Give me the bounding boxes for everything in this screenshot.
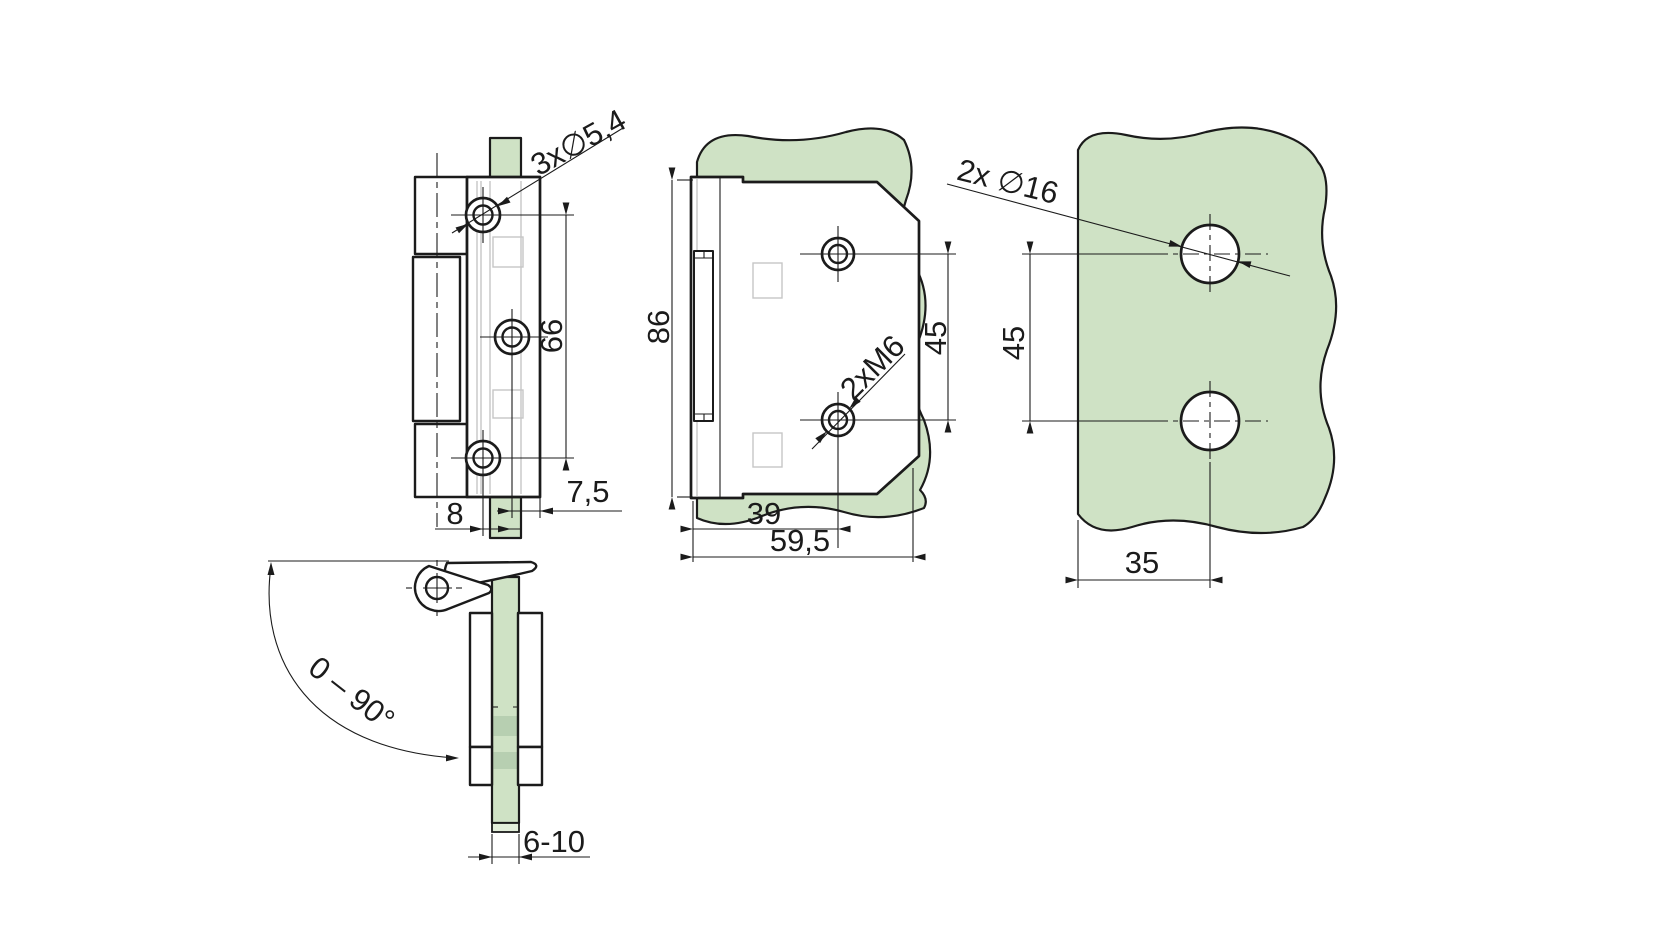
dim-label-45-front: 45 <box>918 321 953 355</box>
dim-label-35: 35 <box>1125 545 1159 580</box>
thread-hole-top <box>800 226 956 282</box>
dim-hole-spacing-45-front: 45 <box>918 241 953 433</box>
hidden-slot <box>492 236 524 268</box>
hidden-slot <box>492 389 524 419</box>
clamp-block-left <box>468 611 494 749</box>
dim-label-59-5: 59,5 <box>770 523 830 558</box>
dim-hole-spacing-66: 66 <box>534 202 570 471</box>
dim-label-6-10: 6-10 <box>523 824 585 859</box>
dim-door-thickness: 6-10 <box>468 824 590 864</box>
dim-hole-spacing-45-cutout: 45 <box>996 241 1152 434</box>
dim-width-59-5: 59,5 <box>680 468 926 562</box>
door-panel-shade <box>493 752 518 769</box>
clamp-block-left-lower <box>468 745 494 787</box>
dim-hole-offset-39: 39 <box>680 496 851 562</box>
dim-label-66: 66 <box>534 319 569 353</box>
clamp-block-right-lower <box>516 745 544 787</box>
thread-hole-bottom <box>800 392 956 548</box>
dim-label-86: 86 <box>641 310 676 344</box>
door-panel <box>490 575 521 825</box>
mounting-hole-bottom <box>451 430 574 536</box>
dim-pivot-offset-8: 8 <box>435 496 522 533</box>
hidden-slot <box>752 432 783 468</box>
dim-label-45-cutout: 45 <box>996 326 1031 360</box>
hinge-plate <box>689 175 921 500</box>
cutout-hole-bottom <box>1152 381 1268 462</box>
barrel-front <box>693 250 714 422</box>
door-panel-edge-top <box>488 136 523 180</box>
dim-face-offset-7-5: 7,5 <box>497 474 622 518</box>
clamp-block-right <box>516 611 544 749</box>
door-panel-shade <box>493 716 518 736</box>
dim-label-8: 8 <box>446 496 463 531</box>
door-panel-end <box>491 822 520 833</box>
cutout-view: 2x ∅16 45 35 <box>946 126 1338 588</box>
mounting-hole-top <box>451 187 574 243</box>
door-panel-edge-bottom <box>488 495 523 540</box>
hinge-knuckle-bottom <box>413 422 469 499</box>
mounting-panel-section <box>1076 126 1338 535</box>
front-view: 86 45 2xM6 39 59,5 <box>641 127 956 562</box>
dim-edge-distance-35: 35 <box>1065 462 1223 588</box>
dim-label-39: 39 <box>747 496 781 531</box>
mounting-hole-middle <box>480 309 548 518</box>
dim-height-86: 86 <box>641 167 693 510</box>
hidden-slot <box>752 262 783 299</box>
dim-label-7-5: 7,5 <box>566 474 609 509</box>
